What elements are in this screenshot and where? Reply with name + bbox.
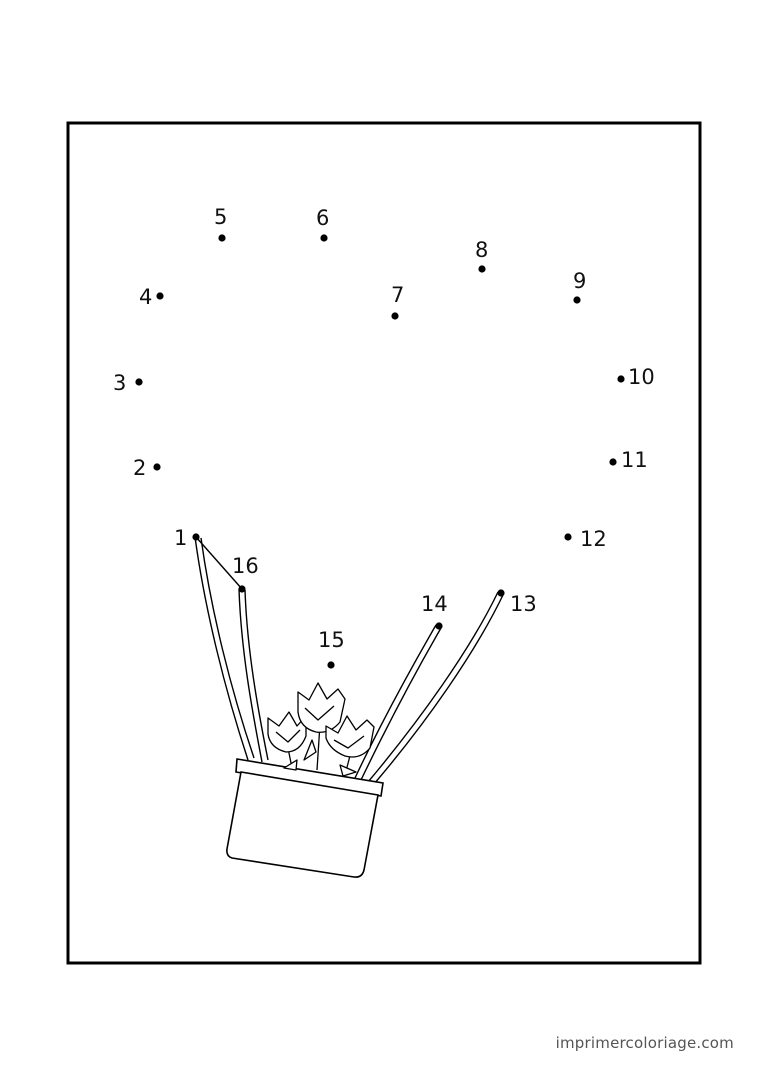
dot-label-11: 11 bbox=[621, 448, 648, 472]
dot-12 bbox=[564, 533, 572, 541]
flowers bbox=[267, 682, 375, 777]
ropes bbox=[194, 536, 504, 785]
page-border bbox=[66, 121, 702, 965]
dot-label-8: 8 bbox=[475, 238, 488, 262]
dot-7 bbox=[391, 312, 399, 320]
dot-label-2: 2 bbox=[133, 456, 146, 480]
dot-label-9: 9 bbox=[573, 269, 586, 293]
dot-label-12: 12 bbox=[580, 527, 607, 551]
dot-10 bbox=[617, 375, 625, 383]
dot-11 bbox=[609, 458, 617, 466]
site-credit: imprimercoloriage.com bbox=[555, 1034, 734, 1052]
dot-1 bbox=[192, 533, 200, 541]
dot-6 bbox=[320, 234, 328, 242]
dot-8 bbox=[478, 265, 486, 273]
dot-label-10: 10 bbox=[628, 365, 655, 389]
dot-16 bbox=[238, 585, 246, 593]
dot-label-4: 4 bbox=[139, 285, 152, 309]
dot-13 bbox=[497, 589, 505, 597]
dot-3 bbox=[135, 378, 143, 386]
dot-label-1: 1 bbox=[174, 526, 187, 550]
dot-label-16: 16 bbox=[232, 554, 259, 578]
dot-2 bbox=[153, 463, 161, 471]
dot-label-7: 7 bbox=[391, 283, 404, 307]
dot-15 bbox=[327, 661, 335, 669]
dot-label-3: 3 bbox=[113, 371, 126, 395]
dot-label-5: 5 bbox=[214, 205, 227, 229]
dot-labels: 1 2 3 4 5 6 7 8 9 10 11 12 13 14 15 16 bbox=[113, 205, 655, 652]
dot-4 bbox=[156, 292, 164, 300]
dot-9 bbox=[573, 296, 581, 304]
starter-line bbox=[195, 536, 243, 590]
dot-5 bbox=[218, 234, 226, 242]
flower-pot bbox=[226, 758, 384, 878]
dot-points bbox=[135, 234, 625, 669]
dot-label-13: 13 bbox=[510, 592, 537, 616]
dot-label-14: 14 bbox=[421, 592, 448, 616]
dot-label-6: 6 bbox=[316, 206, 329, 230]
dot-14 bbox=[435, 622, 443, 630]
dot-label-15: 15 bbox=[318, 628, 345, 652]
